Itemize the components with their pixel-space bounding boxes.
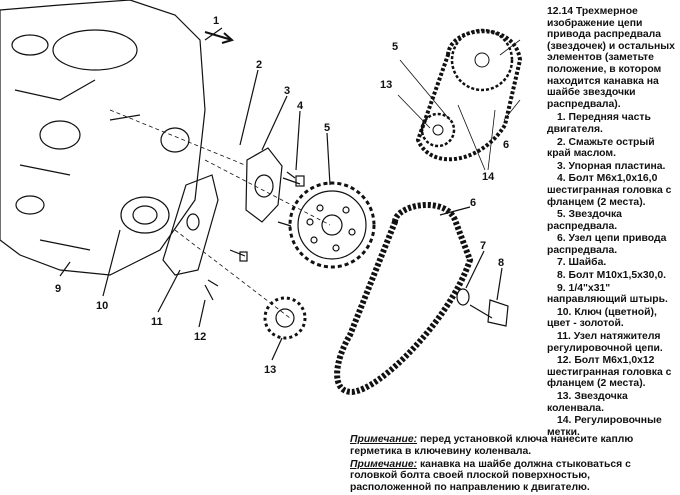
camshaft-sprocket bbox=[288, 181, 376, 269]
callout-11: 11 bbox=[151, 316, 163, 328]
inset-callout-5: 5 bbox=[392, 41, 398, 53]
callout-12: 12 bbox=[194, 331, 206, 343]
chain-tensioner bbox=[162, 174, 219, 276]
timing-marks-inset: 5 13 6 14 bbox=[380, 28, 523, 183]
thrust-plate bbox=[245, 147, 283, 223]
arrow-icon bbox=[204, 31, 235, 44]
legend-item: 11. Узел натяжителя регулировочной цепи. bbox=[547, 331, 663, 354]
figure-caption: 12.14 Трехмерное изображение цепи привод… bbox=[547, 6, 677, 439]
legend-item: 9. 1/4"х31" направляющий штырь. bbox=[547, 282, 668, 306]
washer bbox=[456, 288, 470, 306]
callout-6: 6 bbox=[470, 197, 476, 209]
inset-callout-6: 6 bbox=[503, 139, 509, 151]
engine-block bbox=[0, 0, 206, 276]
note-label: Примечание: bbox=[350, 434, 418, 445]
legend-item: 14. Регулировочные метки. bbox=[547, 415, 662, 438]
callout-2: 2 bbox=[256, 59, 262, 71]
legend-item: 7. Шайба. bbox=[557, 257, 607, 269]
callout-10: 10 bbox=[96, 300, 108, 312]
callout-5: 5 bbox=[324, 122, 330, 134]
legend-item: 10. Ключ (цветной), цвет - золотой. bbox=[547, 306, 657, 330]
notes-block: Примечание: перед установкой ключа нанес… bbox=[350, 434, 670, 495]
timing-chain bbox=[334, 202, 474, 396]
note-1: Примечание: перед установкой ключа нанес… bbox=[350, 434, 670, 458]
legend-item: 3. Упорная пластина. bbox=[557, 160, 666, 172]
note-text: перед установкой ключа нанесите каплю ге… bbox=[350, 434, 634, 457]
legend-item: 5. Звездочка распредвала. bbox=[547, 209, 622, 232]
legend-item: 13. Звездочка коленвала. bbox=[547, 391, 628, 414]
callout-8: 8 bbox=[498, 257, 504, 269]
callout-13: 13 bbox=[264, 364, 276, 376]
callout-3: 3 bbox=[284, 85, 290, 97]
legend-list: 1. Передняя часть двигателя. 2. Смажьте … bbox=[547, 112, 677, 438]
legend-item: 12. Болт М6х1,0х12 шестигранная головка … bbox=[547, 355, 672, 390]
note-label: Примечание: bbox=[350, 458, 418, 470]
inset-callout-14: 14 bbox=[482, 171, 495, 183]
callout-9: 9 bbox=[55, 283, 61, 295]
note-text: канавка на шайбе должна стыковаться с го… bbox=[350, 458, 631, 494]
legend-item: 4. Болт М6х1,0х16,0 шестигранная головка… bbox=[547, 173, 672, 208]
legend-item: 8. Болт М10х1,5х30,0. bbox=[557, 270, 667, 282]
callout-4: 4 bbox=[297, 100, 304, 112]
exploded-view-illustration: 1 2 3 4 5 6 7 8 9 10 11 12 13 bbox=[0, 0, 509, 396]
callout-7: 7 bbox=[480, 240, 486, 252]
legend-item: 1. Передняя часть двигателя. bbox=[547, 112, 651, 135]
legend-item: 2. Смажьте острый край маслом. bbox=[547, 136, 655, 160]
inset-callout-13: 13 bbox=[380, 79, 392, 91]
caption-title: 12.14 Трехмерное изображение цепи привод… bbox=[547, 6, 675, 110]
callout-1: 1 bbox=[213, 15, 219, 27]
crankshaft-sprocket bbox=[263, 296, 307, 340]
note-2: Примечание: канавка на шайбе должна стык… bbox=[350, 459, 670, 494]
legend-item: 6. Узел цепи привода распредвала. bbox=[547, 233, 667, 256]
